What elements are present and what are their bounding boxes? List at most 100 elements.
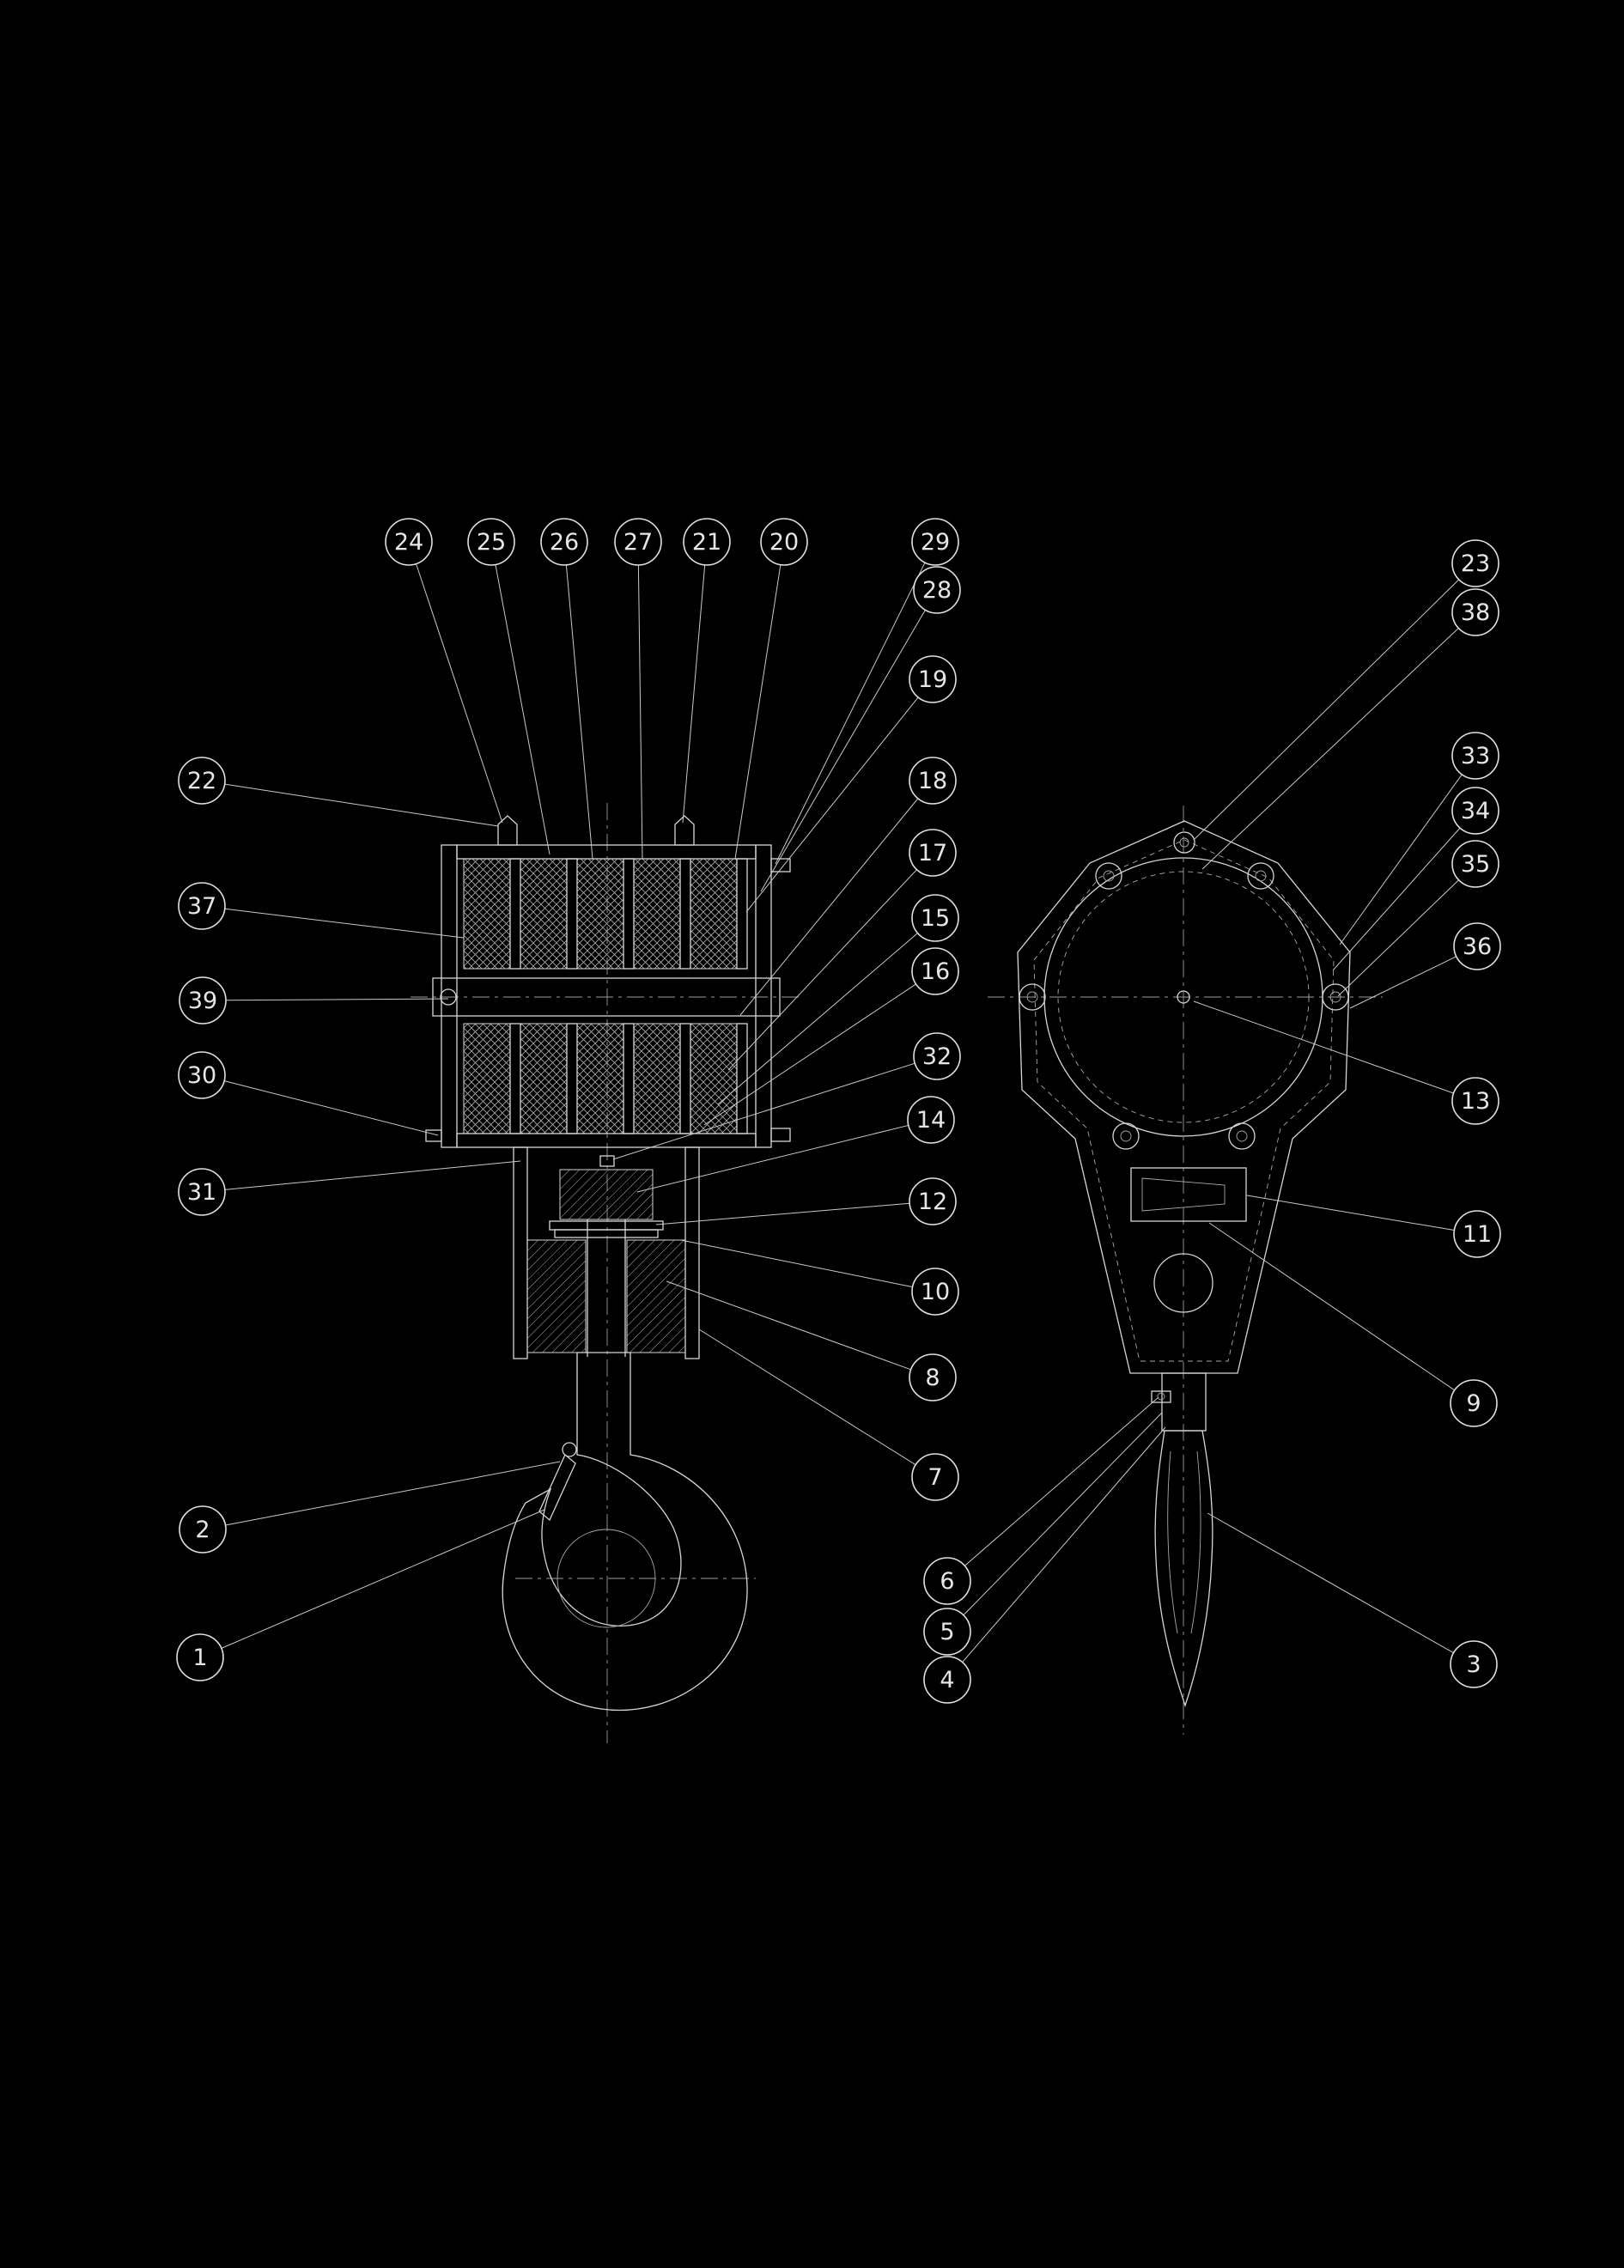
cotter-pin: [1157, 1392, 1165, 1401]
sheave-sections-lower: [463, 1023, 738, 1134]
callout-14: 14: [907, 1096, 955, 1144]
callout-10: 10: [911, 1268, 959, 1316]
leader-line-1: [221, 1509, 545, 1649]
leader-line-18: [739, 798, 919, 1016]
leader-line-26: [565, 564, 593, 860]
lower-left-bolt: [425, 1129, 442, 1142]
callout-38: 38: [1451, 588, 1499, 636]
callout-number-1: 1: [192, 1645, 207, 1671]
callout-17: 17: [909, 829, 957, 877]
callout-number-17: 17: [918, 840, 947, 866]
callout-4: 4: [923, 1656, 971, 1704]
leader-line-25: [495, 564, 550, 855]
callout-circle-24: [385, 518, 433, 566]
right-strap: [684, 1146, 700, 1359]
callout-circle-16: [911, 947, 959, 995]
callout-number-4: 4: [940, 1667, 954, 1693]
leader-line-30: [224, 1080, 439, 1136]
callout-circle-32: [913, 1032, 961, 1080]
callout-5: 5: [923, 1608, 971, 1656]
callout-number-32: 32: [922, 1043, 952, 1070]
crosshead-housing: [513, 1146, 700, 1359]
callout-circle-26: [540, 518, 588, 566]
callout-number-12: 12: [918, 1189, 947, 1215]
callout-24: 24: [385, 518, 433, 566]
callout-circle-14: [907, 1096, 955, 1144]
bottom-tie-plate: [456, 1133, 757, 1148]
trunnion-right: [626, 1239, 686, 1353]
callout-number-18: 18: [918, 768, 947, 794]
callout-37: 37: [178, 882, 226, 930]
callout-circle-19: [909, 655, 957, 703]
hook-block-side-view: [988, 806, 1383, 1735]
safety-latch: [538, 1442, 577, 1522]
leader-line-17: [727, 869, 917, 1071]
left-cheek-plate: [441, 844, 458, 1148]
callout-30: 30: [178, 1051, 226, 1099]
left-strap: [513, 1146, 528, 1359]
callout-number-23: 23: [1461, 550, 1490, 577]
callout-number-27: 27: [623, 529, 653, 556]
callout-number-26: 26: [550, 529, 579, 556]
leader-line-38: [1201, 628, 1459, 870]
sheave-groove-circle: [1057, 871, 1310, 1123]
callout-number-38: 38: [1461, 599, 1490, 626]
callout-1: 1: [176, 1633, 224, 1681]
callout-circle-13: [1451, 1077, 1499, 1125]
callout-circle-30: [178, 1051, 226, 1099]
callout-circle-9: [1450, 1379, 1498, 1427]
callout-circle-17: [909, 829, 957, 877]
capacity-plate-wedge: [1141, 1177, 1226, 1212]
axle-end-fitting: [440, 988, 457, 1006]
callout-circle-11: [1453, 1210, 1501, 1258]
callout-number-39: 39: [188, 988, 217, 1014]
leader-line-39: [225, 998, 449, 1001]
callout-circle-36: [1453, 922, 1501, 970]
shank-cross-pin: [1151, 1390, 1171, 1403]
axle-center-mark: [1177, 990, 1190, 1004]
callout-circle-10: [911, 1268, 959, 1316]
latch-pivot-pin: [562, 1442, 577, 1457]
leader-line-15: [717, 933, 918, 1105]
leader-line-35: [1337, 879, 1459, 997]
callout-circle-31: [178, 1168, 226, 1216]
thrust-bearing-upper: [549, 1220, 664, 1231]
callout-circle-7: [911, 1453, 959, 1501]
callout-12: 12: [909, 1177, 957, 1225]
leader-line-16: [703, 983, 916, 1126]
callout-number-16: 16: [921, 958, 950, 985]
callout-circle-39: [179, 976, 227, 1025]
callout-21: 21: [683, 518, 731, 566]
leader-line-11: [1246, 1195, 1455, 1231]
leader-line-37: [224, 908, 465, 939]
leader-line-28: [760, 610, 926, 892]
callout-number-5: 5: [940, 1619, 954, 1645]
callout-number-22: 22: [187, 768, 216, 794]
callout-20: 20: [760, 518, 808, 566]
leader-line-7: [698, 1329, 916, 1466]
leader-line-10: [680, 1239, 913, 1288]
sheave-separator-plates: [509, 858, 748, 1134]
callout-25: 25: [467, 518, 515, 566]
callout-number-19: 19: [918, 666, 947, 693]
right-lug: [674, 815, 695, 846]
callout-23: 23: [1451, 539, 1499, 587]
callout-13: 13: [1451, 1077, 1499, 1125]
callout-number-36: 36: [1463, 933, 1492, 960]
callout-number-9: 9: [1466, 1390, 1481, 1417]
leader-line-29: [775, 562, 926, 865]
callout-11: 11: [1453, 1210, 1501, 1258]
callout-circle-1: [176, 1633, 224, 1681]
callout-number-35: 35: [1461, 851, 1490, 878]
callout-circle-18: [909, 757, 957, 805]
callout-circle-38: [1451, 588, 1499, 636]
callout-7: 7: [911, 1453, 959, 1501]
callout-circle-20: [760, 518, 808, 566]
callout-39: 39: [179, 976, 227, 1025]
cheek-plate-inner-outline: [1033, 839, 1335, 1362]
callout-number-13: 13: [1461, 1088, 1490, 1115]
callout-circle-34: [1451, 787, 1499, 835]
capacity-plate: [1130, 1167, 1247, 1222]
